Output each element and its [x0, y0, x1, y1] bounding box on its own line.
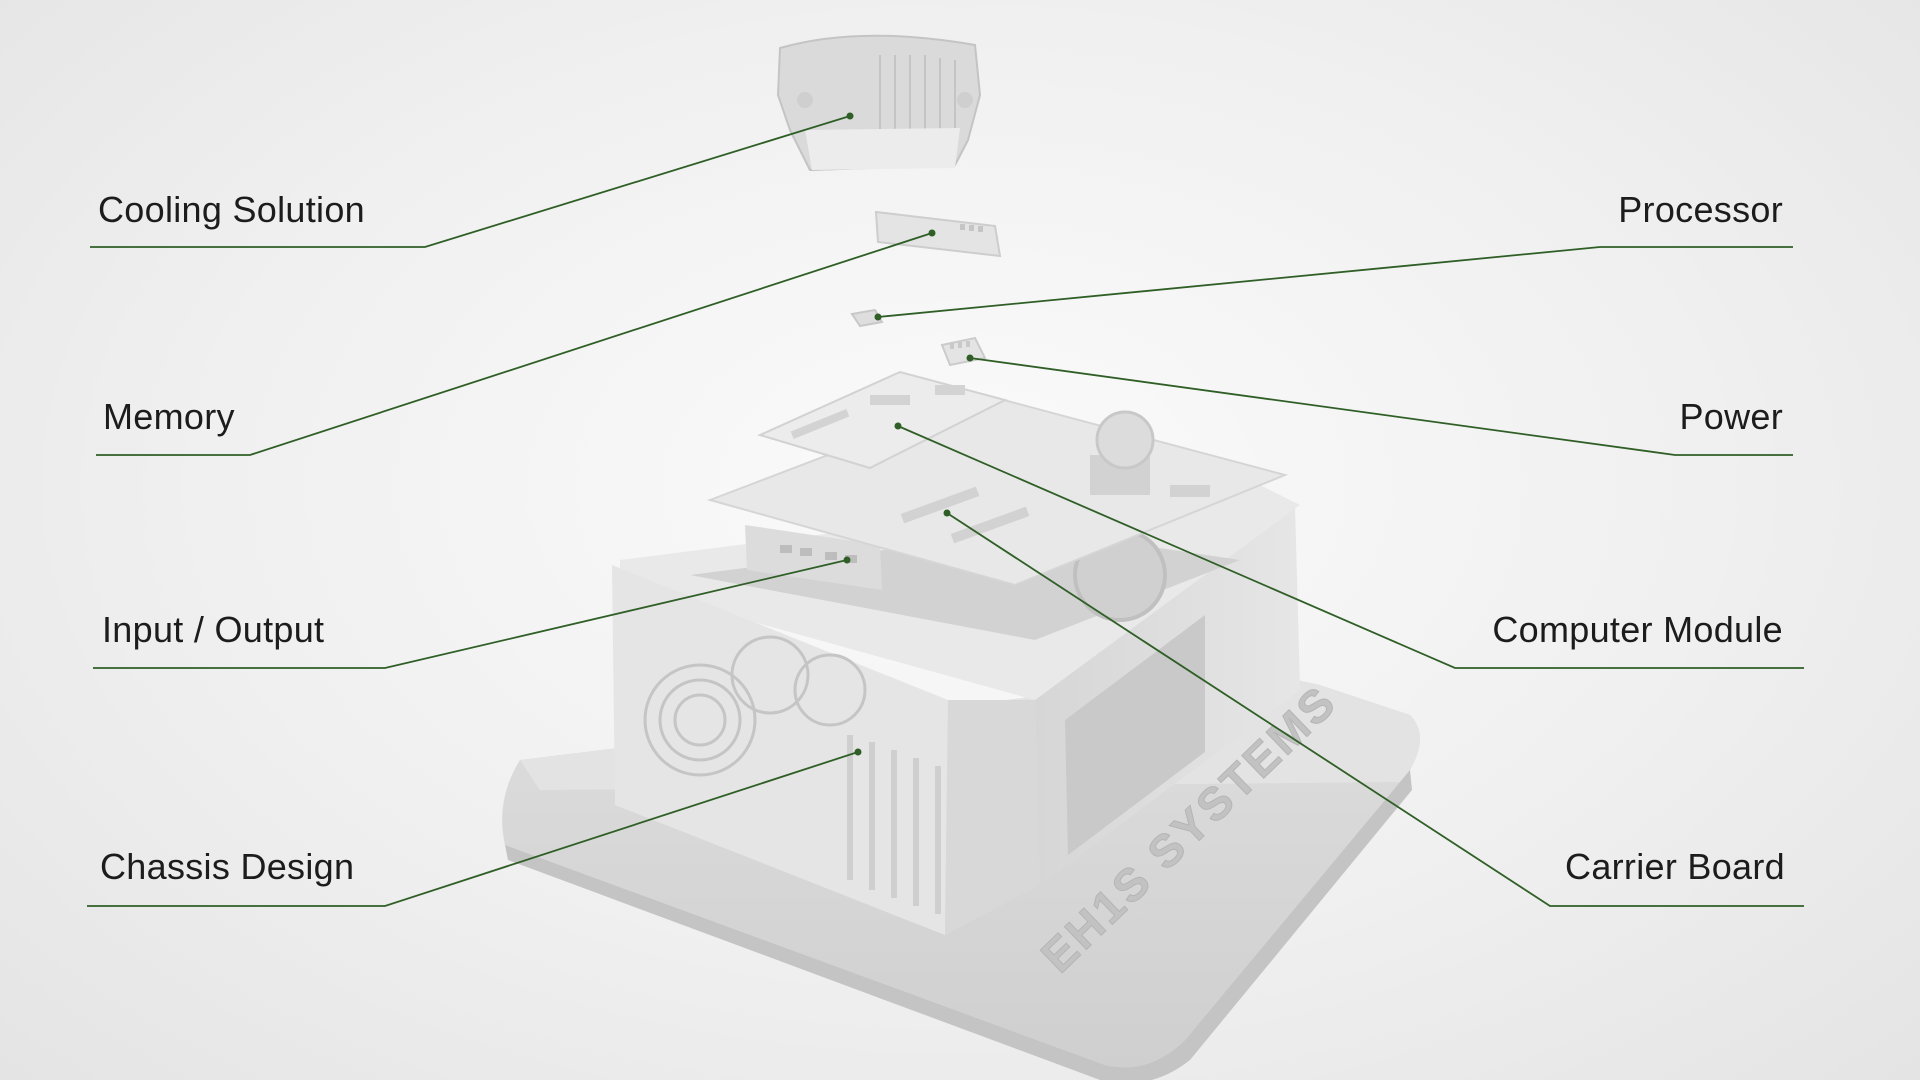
leader-io [93, 559, 848, 669]
leader-memory [96, 232, 933, 456]
leader-power [969, 357, 1793, 456]
label-carrier-board: Carrier Board [1565, 846, 1785, 887]
label-cooling-solution: Cooling Solution [98, 189, 365, 230]
leader-carrier [946, 512, 1804, 907]
label-input-output: Input / Output [102, 609, 325, 650]
label-memory: Memory [103, 396, 235, 437]
leader-chassis [87, 751, 859, 907]
processor-chip [850, 308, 884, 328]
cooling-unit [776, 34, 982, 172]
computer-module [757, 370, 1008, 470]
power-connector [940, 336, 987, 367]
leader-processor [877, 246, 1793, 318]
label-processor: Processor [1618, 189, 1783, 230]
leader-cooling [90, 115, 851, 248]
memory-module [874, 210, 1002, 258]
leader-dots [843, 112, 974, 756]
leader-lines [87, 115, 1804, 907]
leader-module [897, 425, 1804, 669]
label-chassis-design: Chassis Design [100, 846, 355, 887]
label-power: Power [1679, 396, 1783, 437]
label-computer-module: Computer Module [1492, 609, 1783, 650]
